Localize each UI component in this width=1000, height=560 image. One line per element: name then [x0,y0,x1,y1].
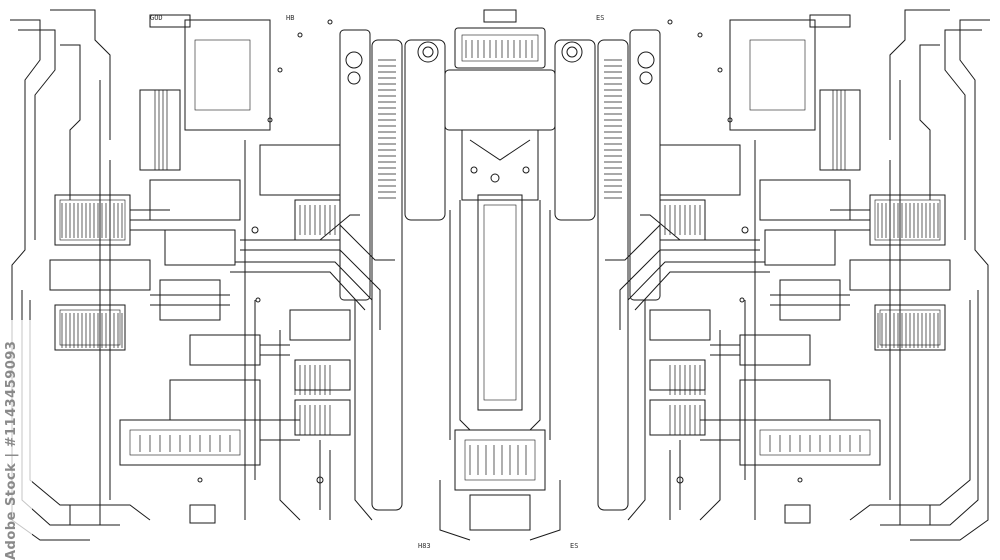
label-bottom-left: H83 [418,542,431,550]
stock-watermark-text: Adobe Stock | #1143459093 [4,320,32,560]
label-top-left: GOD [150,14,163,22]
label-top-center-left: HB [286,14,295,22]
label-bottom-right: ES [570,542,579,550]
label-top-center: ES [596,14,605,22]
